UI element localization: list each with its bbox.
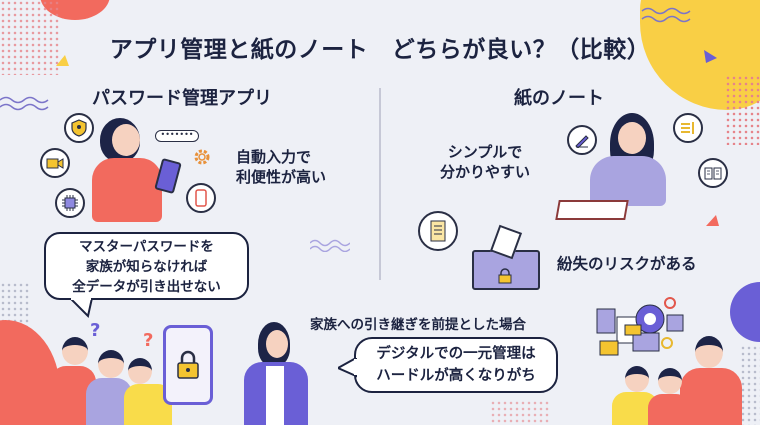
- locked-phone-icon: [163, 325, 213, 405]
- father-head: [695, 336, 723, 368]
- triangle-coral-icon: [706, 215, 719, 226]
- conclusion-bubble: デジタルでの一元管理は ハードルが高くなりがち: [354, 337, 558, 393]
- presenter-shirt: [266, 366, 284, 425]
- notebook-icon: [418, 211, 458, 251]
- father-body: [680, 368, 742, 425]
- padlock-icon: [498, 268, 512, 284]
- bubble-line-3: 全データが引き出せない: [72, 279, 221, 295]
- notes-list-icon: [673, 113, 703, 143]
- conclusion-line-2: ハードルが高くなりがち: [376, 368, 536, 384]
- tablet-icon: [154, 157, 182, 195]
- right-heading: 紙のノート: [514, 88, 604, 109]
- right-pro-text: シンプルで 分かりやすい: [440, 142, 530, 182]
- password-field-icon: •••••••: [155, 130, 199, 142]
- son-head: [625, 366, 649, 392]
- wave-decoration-icon: [0, 96, 49, 111]
- left-pro-line-1: 自動入力で: [236, 148, 312, 166]
- decor-dots-bottom-right: [740, 345, 760, 425]
- right-con-text: 紛失のリスクがある: [557, 255, 697, 273]
- left-con-bubble: マスターパスワードを 家族が知らなければ 全データが引き出せない: [44, 232, 249, 300]
- gear-icon: [194, 149, 210, 165]
- wave-decoration-icon: [310, 239, 350, 252]
- video-camera-icon: [40, 148, 70, 178]
- question-mark-icon: ?: [143, 330, 154, 351]
- writer-body: [590, 156, 666, 206]
- bubble-tail: [338, 358, 358, 378]
- conclusion-caption: 家族への引き継ぎを前提とした場合: [310, 317, 526, 333]
- wave-decoration-icon: [641, 7, 691, 23]
- conclusion-line-1: デジタルでの一元管理は: [376, 346, 536, 362]
- bubble-tail: [70, 298, 94, 318]
- left-heading: パスワード管理アプリ: [92, 88, 272, 109]
- question-mark-icon: ?: [90, 320, 101, 341]
- decor-dots-top-right: [725, 75, 760, 145]
- smartphone-icon: [186, 183, 216, 213]
- left-pro-line-2: 利便性が高い: [236, 168, 327, 186]
- daughter-head: [658, 368, 682, 394]
- decor-purple-blob: [730, 282, 760, 342]
- bubble-line-2: 家族が知らなければ: [85, 259, 208, 275]
- column-divider: [379, 88, 381, 280]
- open-book-icon: [698, 158, 728, 188]
- open-notebook-icon: [555, 200, 629, 220]
- decor-dots-bottom: [490, 400, 550, 425]
- presenter-face: [266, 330, 288, 358]
- chip-icon: [55, 188, 85, 218]
- writer-face: [618, 122, 646, 154]
- man-head: [62, 337, 88, 365]
- right-pro-line-1: シンプルで: [447, 143, 523, 161]
- woman-body: [92, 158, 162, 222]
- child-head: [128, 358, 152, 384]
- left-pro-text: 自動入力で 利便性が高い: [236, 147, 326, 187]
- decor-dots-top-left: [0, 0, 60, 75]
- triangle-purple-icon: [704, 50, 717, 63]
- right-pro-line-2: 分かりやすい: [440, 163, 531, 181]
- triangle-yellow-icon: [56, 55, 69, 66]
- woman-face: [112, 124, 140, 156]
- woman2-head: [98, 350, 124, 378]
- digital-assets-cluster-icon: [596, 297, 684, 356]
- pen-icon: [567, 125, 597, 155]
- padlock-icon: [177, 350, 199, 379]
- bubble-line-1: マスターパスワードを: [79, 239, 214, 255]
- shield-lock-icon: [64, 113, 94, 143]
- daughter-body: [648, 394, 690, 425]
- page-title: アプリ管理と紙のノート どちらが良い？（比較）: [109, 37, 651, 63]
